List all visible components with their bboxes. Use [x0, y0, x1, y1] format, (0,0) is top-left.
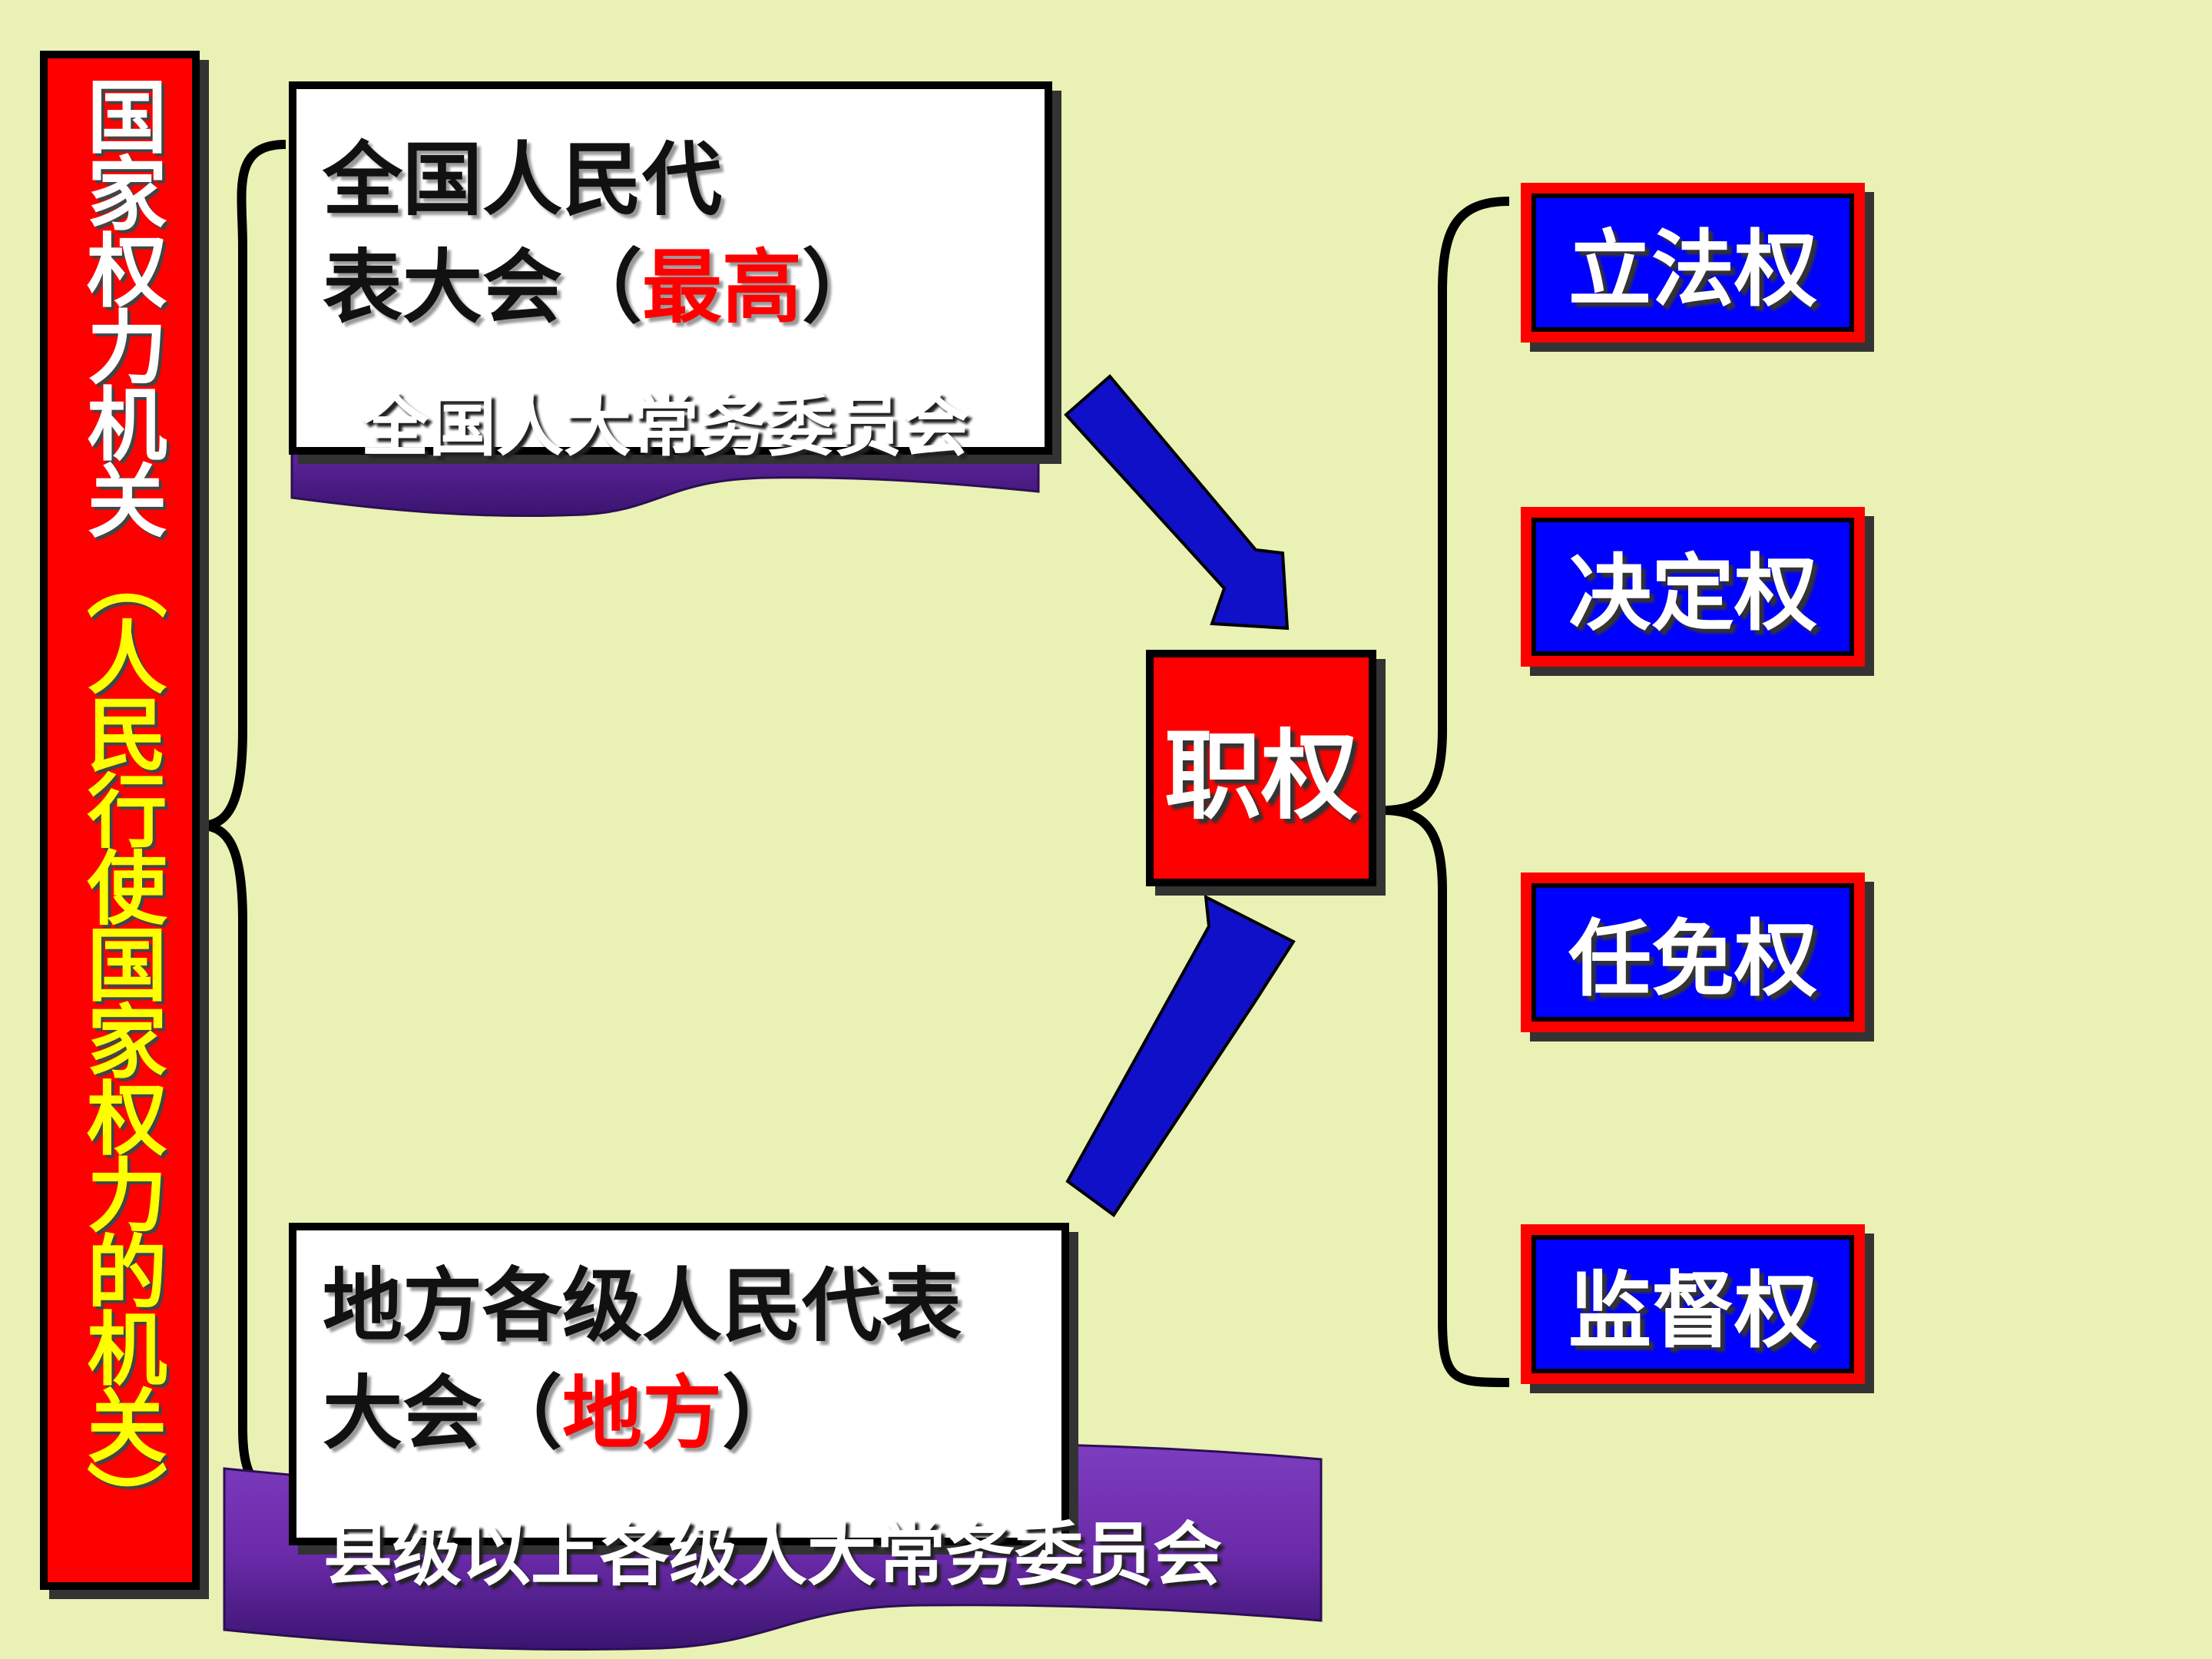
legislative-power: 立法权 — [1521, 183, 1865, 343]
national-congress-title: 全国人民代 表大会（最高） — [323, 133, 882, 334]
national-congress-box: 全国人民代 表大会（最高） — [289, 81, 1052, 455]
left-brace — [200, 140, 293, 1498]
national-standing-committee: 全国人大常务委员会 — [360, 386, 969, 465]
local-standing-committee: 县级以上各级人大常务委员会 — [323, 1515, 1222, 1595]
local-congress-box: 地方各级人民代表 大会（地方） — [289, 1223, 1069, 1545]
appointment-power: 任免权 — [1521, 873, 1865, 1032]
right-brace — [1382, 197, 1510, 1387]
organ-subtitle: （人民行使国家权力的机关） — [73, 539, 167, 1538]
organ-title: 国家权力机关 — [73, 75, 167, 536]
local-congress-title: 地方各级人民代表 大会（地方） — [323, 1259, 962, 1460]
functions-and-powers-box: 职权 — [1146, 650, 1376, 886]
supervision-power: 监督权 — [1521, 1224, 1865, 1384]
arrow-local-to-center — [1065, 894, 1296, 1217]
arrow-national-to-center — [1064, 374, 1290, 631]
local-highlight: 地方 — [562, 1366, 723, 1460]
national-highlight: 最高 — [642, 240, 803, 334]
state-power-organ-bar: 国家权力机关 （人民行使国家权力的机关） — [40, 51, 200, 1590]
decision-power: 决定权 — [1521, 507, 1865, 667]
